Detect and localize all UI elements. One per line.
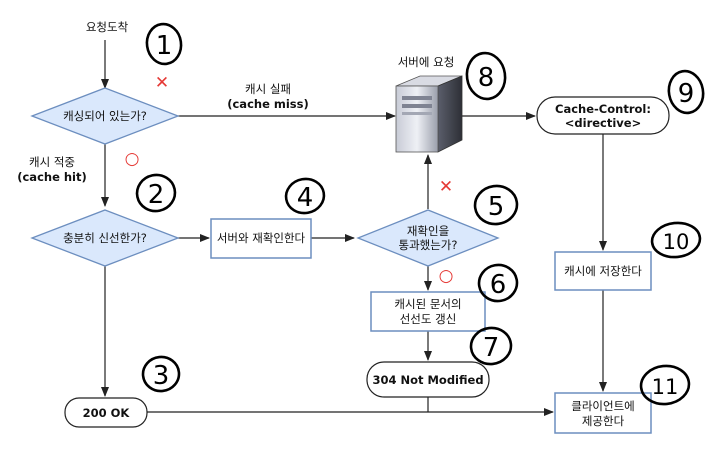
step-marker-6: 6 (477, 263, 519, 303)
serve-client-line2: 제공한다 (582, 414, 625, 428)
decision-passed-line2: 통과했는가? (398, 238, 457, 252)
update-freshness-line1: 캐시된 문서의 (394, 297, 461, 311)
step-number-2: 2 (148, 180, 165, 210)
step-number-7: 7 (483, 333, 500, 363)
not-modified-node: 304 Not Modified (366, 361, 490, 398)
step-number-1: 1 (156, 31, 173, 61)
step-markers: 1 2 3 4 5 6 7 8 (135, 22, 705, 406)
serve-client-line1: 클라이언트에 (571, 399, 634, 413)
step-number-8: 8 (478, 63, 495, 93)
step-number-5: 5 (488, 192, 505, 222)
step-marker-10: 10 (650, 221, 702, 259)
decision-is-cached-label: 캐싱되어 있는가? (63, 109, 147, 123)
step-number-6: 6 (490, 270, 507, 300)
decision-is-cached: 캐싱되어 있는가? (30, 87, 180, 145)
cache-hit-label-ko: 캐시 적중 (29, 155, 75, 169)
step-marker-3: 3 (141, 355, 181, 393)
decision-is-fresh-label: 충분히 신선한가? (63, 231, 147, 245)
cache-miss-label-ko: 캐시 실패 (245, 82, 291, 96)
step-number-9: 9 (678, 79, 695, 109)
process-revalidate-label: 서버와 재확인한다 (217, 231, 306, 245)
decision-is-fresh: 충분히 신선한가? (30, 209, 180, 267)
step-number-10: 10 (663, 230, 690, 254)
step-number-3: 3 (153, 361, 170, 391)
cache-hit-label-en: (cache hit) (17, 170, 87, 184)
step-marker-1: 1 (145, 22, 183, 66)
not-modified-label: 304 Not Modified (372, 373, 483, 387)
step-marker-11: 11 (639, 364, 691, 406)
decision-passed-line1: 재확인을 (407, 224, 449, 238)
cache-control-line1: Cache-Control: (555, 102, 651, 116)
process-store-cache-label: 캐시에 저장한다 (564, 264, 642, 278)
ok-mark-revalidation: ○ (439, 266, 454, 286)
fail-mark-revalidation: ✕ (439, 177, 453, 197)
step-marker-4: 4 (284, 177, 326, 215)
process-serve-client: 클라이언트에 제공한다 (554, 392, 652, 434)
server-request-label: 서버에 요청 (398, 55, 455, 69)
cache-control-line2: <directive> (565, 116, 641, 130)
cache-control-node: Cache-Control: <directive> (536, 96, 670, 135)
step-number-11: 11 (652, 375, 679, 399)
step-marker-8: 8 (465, 51, 507, 101)
request-start-label: 요청도착 (86, 20, 129, 34)
decision-passed-revalidation: 재확인을 통과했는가? (356, 209, 500, 267)
step-marker-5: 5 (473, 184, 519, 226)
fail-mark-cache-miss: ✕ (155, 73, 169, 93)
step-marker-7: 7 (469, 326, 513, 366)
ok-200-node: 200 OK (64, 397, 148, 428)
ok-200-label: 200 OK (83, 406, 131, 420)
server-node: 서버에 요청 (395, 55, 463, 153)
step-marker-9: 9 (667, 69, 705, 115)
update-freshness-line2: 선선도 갱신 (400, 312, 457, 326)
process-revalidate: 서버와 재확인한다 (210, 218, 312, 259)
server-icon (395, 75, 463, 153)
process-update-freshness: 캐시된 문서의 선선도 갱신 (370, 291, 486, 332)
cache-miss-label-en: (cache miss) (227, 97, 309, 111)
step-number-4: 4 (297, 183, 314, 213)
edges (101, 40, 607, 416)
step-marker-2: 2 (135, 173, 177, 213)
ok-mark-cache-hit: ○ (125, 149, 140, 169)
process-store-cache: 캐시에 저장한다 (554, 251, 652, 291)
